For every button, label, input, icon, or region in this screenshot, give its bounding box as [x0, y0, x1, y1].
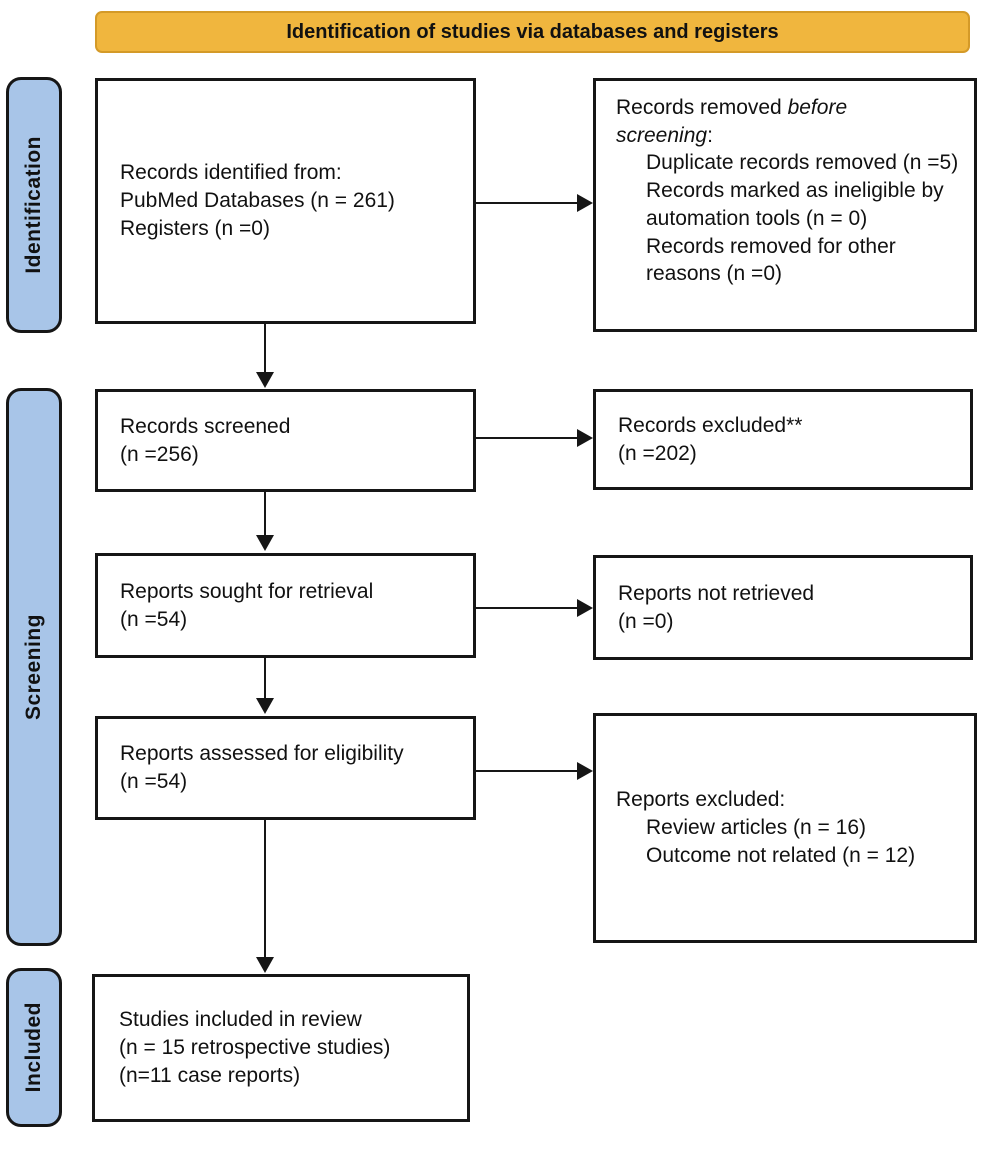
records-removed-intro-line2: screening:	[616, 122, 960, 150]
arrow-identified-to-removed-line	[476, 202, 577, 204]
records-excluded-count: (n =202)	[618, 441, 697, 465]
stage-label-screening: Screening	[6, 388, 62, 946]
records-excluded-line: Records excluded**	[618, 413, 803, 437]
arrow-screened-to-sought-head	[256, 535, 274, 551]
banner-identification-of-studies: Identification of studies via databases …	[95, 11, 970, 53]
records-removed-intro-italic2: screening	[616, 123, 708, 147]
arrow-assessed-to-included-line	[264, 819, 266, 958]
box-records-identified: Records identified from: PubMed Database…	[95, 78, 476, 324]
records-removed-intro-italic: before	[787, 96, 848, 119]
arrow-identified-to-screened-head	[256, 372, 274, 388]
reports-excluded-item: Outcome not related (n = 12)	[646, 843, 916, 867]
reports-not-retrieved-line: Reports not retrieved	[618, 581, 815, 605]
stage-label-included: Included	[6, 968, 62, 1127]
box-reports-sought: Reports sought for retrieval (n =54)	[95, 553, 476, 658]
reports-excluded-intro: Reports excluded:	[616, 788, 786, 812]
reports-not-retrieved-count: (n =0)	[618, 609, 674, 633]
arrow-sought-to-assessed-head	[256, 698, 274, 714]
arrow-screened-to-excluded-line	[476, 437, 577, 439]
arrow-screened-to-sought-line	[264, 491, 266, 536]
records-removed-item: Records marked as ineligible by automati…	[646, 179, 944, 230]
stage-label-included-text: Included	[22, 1002, 45, 1093]
reports-sought-line: Reports sought for retrieval	[120, 579, 374, 603]
box-records-removed-before-screening: Records removed before screening: Duplic…	[593, 78, 977, 332]
studies-included-case-count: (n=11 case reports)	[119, 1063, 301, 1087]
records-identified-line: PubMed Databases (n = 261)	[120, 189, 395, 213]
stage-label-identification: Identification	[6, 77, 62, 333]
box-reports-assessed: Reports assessed for eligibility (n =54)	[95, 716, 476, 820]
records-screened-count: (n =256)	[120, 442, 199, 466]
records-screened-line: Records screened	[120, 414, 291, 438]
box-records-screened: Records screened (n =256)	[95, 389, 476, 492]
studies-included-retro-count: (n = 15 retrospective studies)	[119, 1036, 391, 1060]
arrow-sought-to-assessed-line	[264, 657, 266, 699]
studies-included-line: Studies included in review	[119, 1008, 362, 1032]
records-removed-item: Records removed for other reasons (n =0)	[646, 234, 896, 286]
box-reports-not-retrieved: Reports not retrieved (n =0)	[593, 555, 973, 660]
records-removed-item: Duplicate records removed (n =5)	[646, 151, 959, 175]
records-identified-line: Records identified from:	[120, 161, 342, 185]
stage-label-identification-text: Identification	[22, 136, 45, 274]
arrow-identified-to-screened-line	[264, 322, 266, 373]
records-removed-intro-colon: :	[707, 123, 713, 147]
arrow-assessed-to-included-head	[256, 957, 274, 973]
records-removed-intro-normal: Records removed	[616, 96, 788, 119]
box-studies-included: Studies included in review (n = 15 retro…	[92, 974, 470, 1122]
box-records-excluded: Records excluded** (n =202)	[593, 389, 973, 490]
reports-assessed-count: (n =54)	[120, 770, 188, 793]
box-reports-excluded: Reports excluded: Review articles (n = 1…	[593, 713, 977, 943]
arrow-screened-to-excluded-head	[577, 429, 593, 447]
reports-excluded-item: Review articles (n = 16)	[646, 816, 866, 840]
arrow-assessed-to-excluded-line	[476, 770, 577, 772]
arrow-sought-to-notretrieved-head	[577, 599, 593, 617]
banner-label: Identification of studies via databases …	[286, 20, 779, 43]
records-removed-intro-line1: Records removed before	[616, 94, 960, 122]
reports-sought-count: (n =54)	[120, 607, 188, 631]
arrow-sought-to-notretrieved-line	[476, 607, 577, 609]
arrow-identified-to-removed-head	[577, 194, 593, 212]
stage-label-screening-text: Screening	[22, 613, 45, 721]
arrow-assessed-to-excluded-head	[577, 762, 593, 780]
reports-assessed-line: Reports assessed for eligibility	[120, 742, 404, 766]
records-identified-line: Registers (n =0)	[120, 216, 270, 240]
